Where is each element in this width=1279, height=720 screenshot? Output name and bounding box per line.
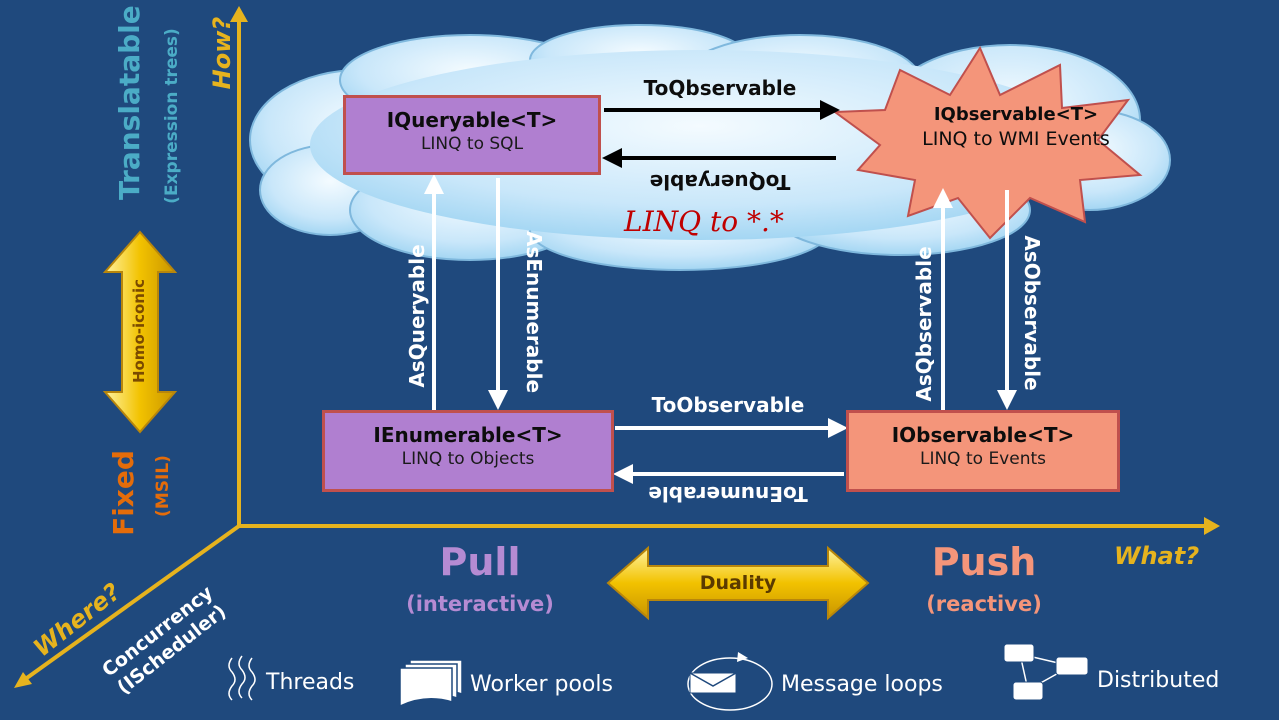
node-iobservable: IObservable<T> LINQ to Events [846, 410, 1120, 492]
edge-as-observable-label: AsObservable [1020, 235, 1044, 391]
node-iobservable-subtitle: LINQ to Events [919, 449, 1046, 469]
node-iqueryable-title: IQueryable<T> [386, 108, 558, 132]
axis-what-label: What? [1114, 542, 1200, 570]
axis-how-label: How? [208, 16, 236, 90]
edge-as-queryable-label: AsQueryable [405, 244, 429, 388]
edge-to-queryable-label: ToQueryable [649, 170, 791, 194]
legend-threads-label: Threads [266, 670, 355, 695]
node-ienumerable-title: IEnumerable<T> [373, 423, 563, 447]
threads-icon [228, 655, 256, 701]
edge-as-qbservable-label: AsQbservable [912, 246, 936, 402]
translatable-label: Translatable [113, 5, 146, 200]
star-burst [832, 45, 1143, 240]
reactive-label: (reactive) [926, 592, 1042, 616]
push-label: Push [931, 540, 1037, 584]
expression-trees-label: (Expression trees) [162, 28, 182, 204]
axes [14, 6, 1220, 688]
edge-as-enumerable-label: AsEnumerable [522, 230, 546, 394]
edge-to-enumerable-label: ToEnumerable [648, 482, 808, 506]
node-iobservable-title: IObservable<T> [891, 423, 1075, 447]
node-iqbservable-subtitle: LINQ to WMI Events [922, 128, 1110, 150]
node-iqbservable: IQbservable<T> LINQ to WMI Events [888, 104, 1144, 150]
homo-iconic-arrow [102, 230, 178, 434]
node-iqueryable: IQueryable<T> LINQ to SQL [343, 95, 601, 175]
duality-arrow [606, 545, 870, 621]
fixed-label: Fixed [107, 450, 140, 536]
node-ienumerable: IEnumerable<T> LINQ to Objects [322, 410, 614, 492]
message-loops-icon [687, 652, 773, 711]
node-iqbservable-title: IQbservable<T> [933, 104, 1099, 125]
legend-message-loops-label: Message loops [781, 672, 943, 697]
homo-iconic-label: Homo-iconic [130, 278, 148, 384]
legend-worker-pools-label: Worker pools [470, 672, 613, 697]
msil-label: (MSIL) [153, 455, 173, 517]
node-ienumerable-subtitle: LINQ to Objects [401, 449, 535, 469]
pull-label: Pull [439, 540, 521, 584]
node-iqueryable-subtitle: LINQ to SQL [420, 134, 524, 154]
edge-to-qbservable-label: ToQbservable [643, 76, 797, 100]
duality-label: Duality [699, 572, 777, 594]
legend-distributed-label: Distributed [1097, 668, 1220, 693]
worker-pools-icon [399, 659, 463, 708]
distributed-icon [1003, 643, 1089, 701]
edge-to-observable-label: ToObservable [651, 393, 805, 417]
cloud-label: LINQ to *.* [624, 205, 784, 238]
interactive-label: (interactive) [406, 592, 554, 616]
